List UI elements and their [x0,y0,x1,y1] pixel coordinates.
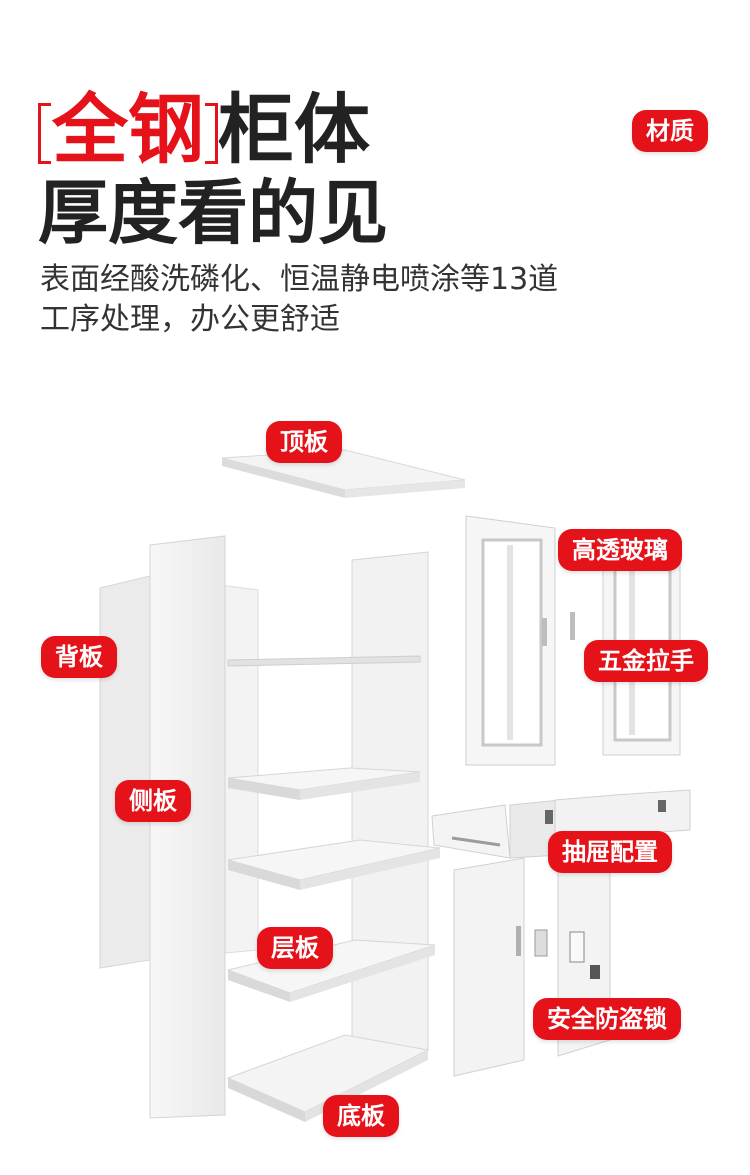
label-shelf: 层板 [257,927,333,969]
drawers [431,789,691,859]
right-side-panel [351,551,429,1059]
shelves [226,655,441,1002]
headline-highlight: 全钢 [52,85,204,174]
headline-line1: 全钢柜体 [38,88,370,172]
right-bracket-icon [205,103,218,164]
drawer-lock-icon-2 [658,800,666,812]
headline-suffix: 柜体 [218,85,370,174]
label-handle: 五金拉手 [584,640,708,682]
left-side-panel [149,535,226,1119]
drawer-lock-icon [545,810,553,824]
label-bottom-panel: 底板 [323,1095,399,1137]
highlight-bracket: 全钢 [38,85,218,174]
description-line2: 工序处理，办公更舒适 [40,302,340,337]
label-back-panel: 背板 [41,636,117,678]
lock-icon [590,965,600,979]
description-line1: 表面经酸洗磷化、恒温静电喷涂等13道 [40,262,559,297]
left-bracket-icon [38,103,51,164]
door-hinge-icon [534,929,548,957]
headline-line2: 厚度看的见 [38,172,388,254]
door-handle-icon [516,926,521,956]
lower-doors [453,857,611,1077]
label-drawer: 抽屉配置 [548,831,672,873]
material-badge: 材质 [632,110,708,152]
glass-door-handle-icon [542,618,547,646]
label-glass: 高透玻璃 [558,529,682,571]
label-lock: 安全防盗锁 [533,998,681,1040]
top-panel [221,449,466,498]
glass-door-handle-icon-2 [570,612,575,640]
label-top-panel: 顶板 [266,421,342,463]
label-side-panel: 侧板 [115,780,191,822]
door-handle-icon-2 [569,931,585,963]
cabinet-exploded-diagram [99,449,691,1122]
